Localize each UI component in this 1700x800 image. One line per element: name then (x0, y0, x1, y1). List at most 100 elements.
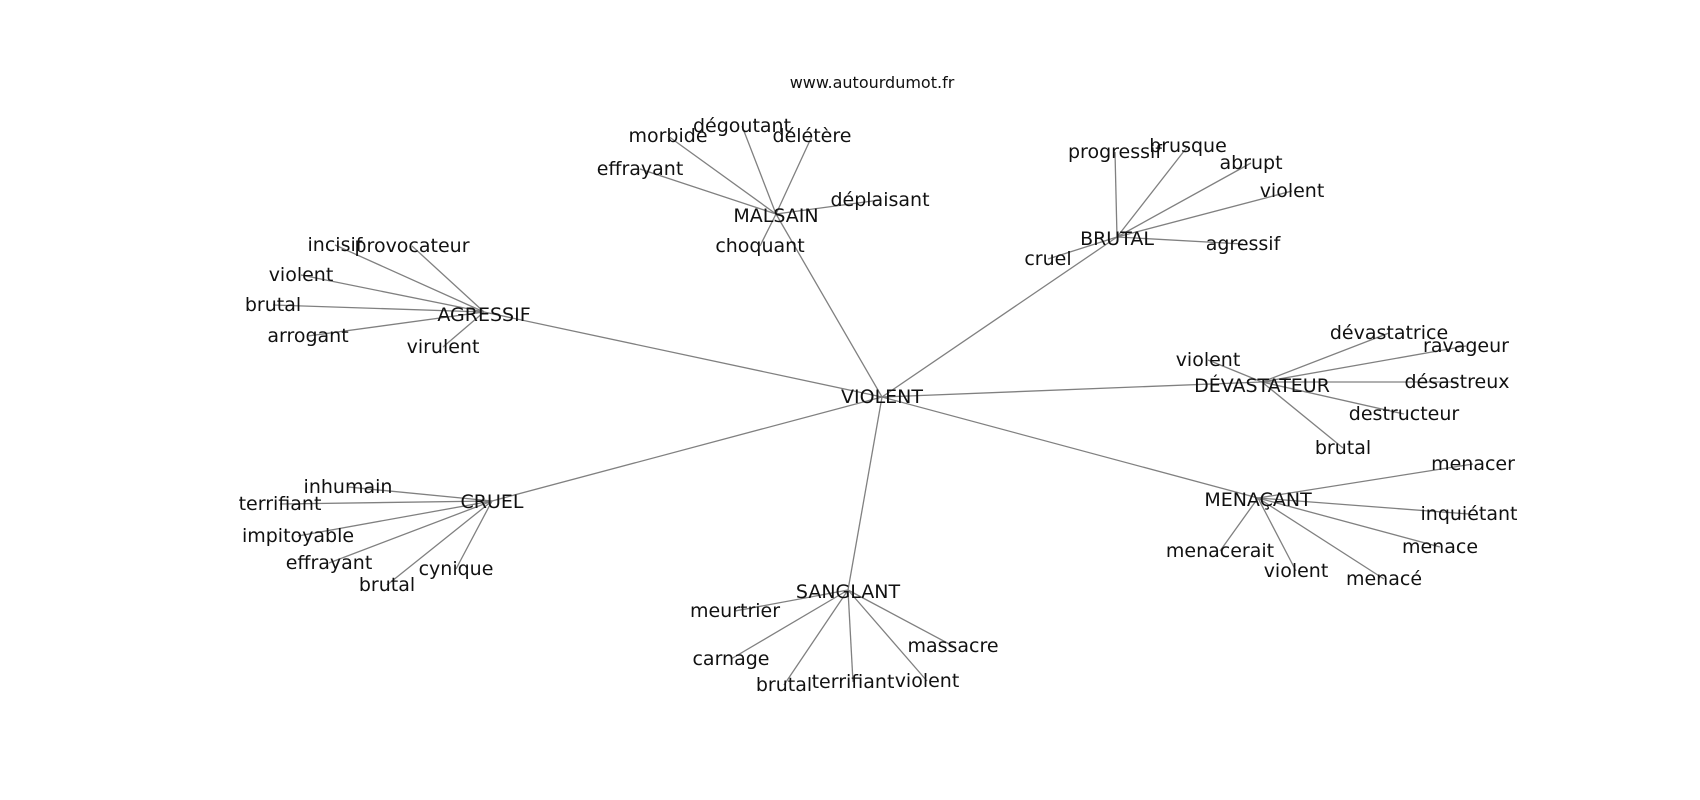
leaf-node-label: brutal (359, 574, 415, 596)
edge-6-2 (783, 589, 849, 686)
leaf-node-label: déplaisant (830, 189, 929, 211)
edge-6-4 (847, 589, 928, 682)
leaf-node-label: agressif (1206, 233, 1282, 255)
edge-6-3 (847, 589, 854, 683)
edge-center-2 (483, 311, 883, 398)
leaf-node-label: morbide (628, 125, 707, 147)
leaf-node-label: délétère (773, 125, 852, 147)
edge-center-4 (491, 396, 883, 502)
edge-6-1 (730, 589, 849, 660)
leaf-node-label: impitoyable (242, 525, 354, 547)
edge-2-3 (272, 304, 485, 313)
edge-5-3 (1257, 497, 1385, 580)
edge-0-1 (775, 135, 813, 215)
cluster-node-label: BRUTAL (1080, 228, 1154, 250)
edge-3-4 (1261, 381, 1405, 415)
edge-1-5 (1047, 236, 1118, 260)
edge-4-1 (279, 500, 493, 505)
edge-2-2 (300, 274, 485, 313)
edge-0-0 (741, 125, 777, 215)
cluster-node-label: SANGLANT (796, 581, 901, 603)
leaf-node-label: désastreux (1404, 371, 1509, 393)
leaf-node-label: cruel (1024, 248, 1071, 270)
leaf-node-label: violent (895, 670, 960, 692)
edge-5-0 (1257, 463, 1474, 499)
edges (272, 125, 1474, 686)
edge-3-0 (1261, 332, 1390, 383)
cluster-node-label: MALSAIN (733, 205, 818, 227)
leaf-node-label: destructeur (1349, 403, 1460, 425)
edge-4-5 (455, 500, 493, 570)
leaf-node-label: abrupt (1219, 152, 1282, 174)
leaf-node-label: effrayant (597, 158, 684, 180)
edge-4-0 (347, 486, 493, 502)
cluster-node-label: AGRESSIF (437, 304, 530, 326)
leaf-node-label: menacer (1431, 453, 1515, 475)
edge-3-1 (1261, 345, 1467, 383)
leaf-node-label: violent (1260, 180, 1325, 202)
edge-1-0 (1114, 151, 1118, 238)
cluster-node-label: MENAÇANT (1204, 489, 1312, 511)
edge-4-2 (297, 500, 493, 537)
leaf-node-label: choquant (715, 235, 804, 257)
edge-2-1 (411, 245, 485, 313)
edge-0-2 (667, 135, 777, 215)
leaf-node-label: brusque (1149, 135, 1227, 157)
leaf-node-label: ravageur (1423, 335, 1509, 357)
edge-2-0 (334, 244, 485, 313)
edge-4-4 (386, 500, 493, 586)
edge-0-3 (639, 168, 777, 215)
leaf-node-label: meurtrier (690, 600, 780, 622)
leaf-node-label: arrogant (267, 325, 348, 347)
edge-5-4 (1257, 497, 1297, 572)
edge-3-2 (1207, 359, 1263, 383)
edge-5-2 (1257, 497, 1441, 548)
edge-3-5 (1261, 381, 1344, 449)
labels: www.autourdumot.fr MALSAIN dégoutantdélét… (239, 73, 1518, 696)
leaf-node-label: cynique (419, 558, 494, 580)
edge-0-4 (775, 199, 881, 215)
leaf-node-label: progressif (1068, 141, 1163, 163)
leaf-node-label: provocateur (354, 235, 469, 257)
leaf-node-label: effrayant (286, 552, 373, 574)
edge-1-3 (1116, 190, 1293, 238)
leaf-node-label: inhumain (304, 476, 393, 498)
leaf-node-label: brutal (1315, 437, 1371, 459)
leaf-node-label: menacé (1346, 568, 1422, 590)
leaf-node-label: incisif (308, 234, 364, 256)
leaf-node-label: virulent (407, 336, 480, 358)
edge-center-0 (775, 213, 883, 398)
leaf-node-label: inquiétant (1421, 503, 1518, 525)
leaf-node-label: dégoutant (693, 115, 791, 137)
edge-6-0 (734, 589, 849, 612)
leaf-node-label: dévastatrice (1330, 322, 1448, 344)
leaf-node-label: brutal (756, 674, 812, 696)
site-credit: www.autourdumot.fr (790, 73, 955, 92)
edge-5-5 (1219, 497, 1259, 552)
leaf-node-label: violent (1176, 349, 1241, 371)
edge-0-5 (759, 213, 777, 247)
edge-2-4 (307, 311, 485, 337)
leaf-node-label: terrifiant (239, 493, 322, 515)
leaf-node-label: violent (1264, 560, 1329, 582)
edge-5-1 (1257, 497, 1470, 515)
cluster-node-label: DÉVASTATEUR (1194, 374, 1330, 397)
edge-center-6 (847, 396, 883, 591)
edge-center-1 (881, 236, 1118, 398)
cluster-node-label: CRUEL (461, 491, 524, 513)
leaf-node-label: carnage (692, 648, 769, 670)
edge-4-3 (328, 500, 493, 564)
leaf-node-label: massacre (907, 635, 998, 657)
edge-center-3 (881, 381, 1263, 398)
edge-center-5 (881, 396, 1259, 499)
leaf-node-label: menace (1402, 536, 1478, 558)
edge-1-4 (1116, 236, 1244, 245)
edge-1-2 (1116, 162, 1252, 238)
leaf-node-label: menacerait (1166, 540, 1274, 562)
leaf-node-label: terrifiant (812, 671, 895, 693)
edge-6-5 (847, 589, 954, 647)
center-node-label: VIOLENT (841, 386, 923, 408)
leaf-node-label: violent (269, 264, 334, 286)
edge-1-1 (1116, 145, 1189, 238)
